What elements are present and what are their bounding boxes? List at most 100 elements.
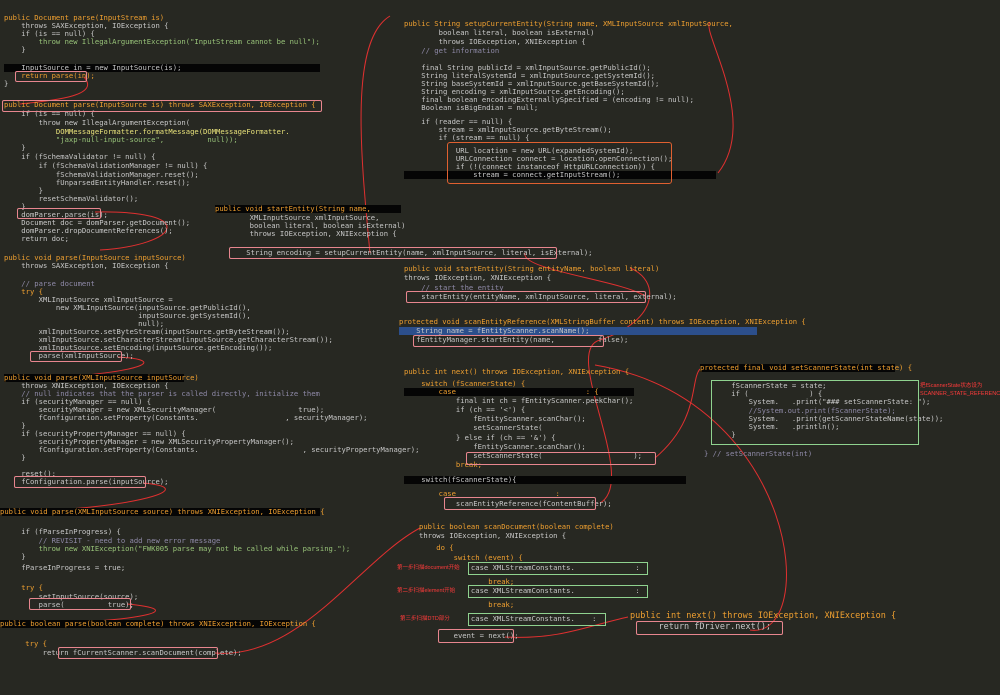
code-line: xmlInputSource.setCharacterStream(inputS… [4, 335, 333, 344]
code-line: return parse(in); [4, 71, 95, 80]
code-line: try { [4, 583, 43, 592]
code-line: fEntityManager.startEntity(name, false); [399, 335, 629, 344]
arrow-p14-to-p11 [594, 364, 787, 631]
code-panel-parse-inputstream: public Document parse(InputStream is) th… [0, 13, 330, 88]
code-line: case XMLStreamConstants. : [419, 614, 597, 623]
code-panel-next-scanner: public int next() throws IOException, XN… [400, 367, 700, 508]
code-line: final String publicId = xmlInputSource.g… [404, 63, 651, 72]
code-line: XMLInputSource xmlInputSource = [4, 295, 173, 304]
code-line: if (securityPropertyManager == null) { [4, 429, 186, 438]
code-line: throws SAXException, IOException { [4, 21, 169, 30]
code-line: Boolean isBigEndian = null; [404, 103, 539, 112]
code-line: securityPropertyManager = new XMLSecurit… [4, 437, 294, 446]
code-line: public boolean scanDocument(boolean comp… [419, 522, 614, 531]
highlight-domparser-parse [17, 208, 101, 219]
code-line: throws XNIException, IOException { [4, 381, 169, 390]
code-panel-saxparser-parse: public void parse(InputSource inputSourc… [0, 253, 333, 366]
code-line: throws SAXException, IOException { [4, 261, 169, 270]
code-line: break; [419, 577, 515, 586]
code-line: public boolean parse(boolean complete) t… [0, 619, 316, 629]
highlight-parse-true [29, 598, 131, 610]
code-line: public void startEntity(String entityNam… [404, 264, 660, 273]
code-line: parse( true); [4, 600, 134, 609]
code-line: case : [404, 489, 560, 498]
code-panel-parse-inputsource: public Document parse(InputSource is) th… [0, 100, 320, 246]
code-line: fEntityScanner.scanChar(); [404, 414, 586, 423]
code-line: System. .println(); [714, 422, 840, 431]
code-line: DOMMessageFormatter.formatMessage(DOMMes… [4, 127, 290, 136]
highlight-case-start-document [468, 562, 648, 575]
code-line: domParser.dropDocumentReferences(); [4, 226, 173, 235]
highlight-fdriver-next [636, 621, 783, 635]
code-line: String name = fEntityScanner.scanName(); [399, 326, 757, 336]
arrow-p2-to-p3 [94, 211, 168, 251]
code-line: throw new XNIException("FWK005 parse may… [4, 544, 351, 553]
highlight-case-start-element [468, 585, 648, 598]
code-line: protected final void setScannerState(int… [700, 363, 913, 373]
code-line: } else if (ch == '&') { [404, 433, 556, 442]
code-line: } [4, 421, 26, 430]
highlight-event-next [438, 629, 514, 643]
code-line: if (fSchemaValidationManager != null) { [4, 161, 208, 170]
code-panel-setscannerstate: protected final void setScannerState(int… [700, 363, 943, 459]
code-line: } // setScannerState(int) [704, 449, 813, 458]
code-line: inputSource.getSystemId(), [4, 311, 251, 320]
code-line: stream = xmlInputSource.getByteStream(); [404, 125, 612, 134]
code-line: final int ch = fEntityScanner.peekChar()… [404, 396, 634, 405]
code-line: //System.out.print(fScannerState); [714, 406, 896, 415]
code-line: String literalSystemId = xmlInputSource.… [404, 71, 655, 80]
code-line: fConfiguration.parse(inputSource); [4, 477, 169, 486]
code-line: if (reader == null) { [404, 117, 513, 126]
code-panel-xml11configuration-parse: public void parse(XMLInputSource source)… [0, 507, 350, 609]
code-line: securityManager = new XMLSecurityManager… [4, 405, 325, 414]
code-line: reset(); [4, 469, 56, 478]
code-line: if ( ) { [714, 389, 823, 398]
code-line: if (stream == null) { [404, 133, 530, 142]
code-line: fScannerState = state; [714, 381, 827, 390]
highlight-case-dtd [468, 613, 606, 626]
code-line: throws IOException, XNIException { [404, 37, 586, 46]
code-line: throws IOException, XNIException { [404, 273, 552, 282]
code-panel-next-driver: public int next() throws IOException, XN… [630, 612, 896, 637]
code-line: public int next() throws IOException, XN… [404, 367, 630, 376]
code-line: InputSource in = new InputSource(is); [4, 63, 320, 73]
code-line: // REVISIT - need to add new error messa… [4, 536, 221, 545]
code-line: } [4, 552, 26, 561]
highlight-startentity-call [406, 291, 646, 303]
code-line: return fCurrentScanner.scanDocument(comp… [8, 648, 242, 657]
code-line: do { [419, 543, 454, 552]
code-line: } [4, 79, 9, 88]
highlight-scandocument-call [58, 647, 218, 659]
code-line: domParser.parse(is); [4, 210, 108, 219]
arrow-p7-end [708, 21, 734, 174]
code-line: setInputSource(source); [4, 592, 139, 601]
code-line: if (is == null) { [4, 109, 95, 118]
code-line: case XMLStreamConstants. : [419, 563, 640, 572]
code-line: public Document parse(InputStream is) [4, 13, 165, 22]
arrow-p1-to-p2 [19, 76, 89, 105]
annotation-step1: 第一步扫描document开始 [397, 565, 460, 571]
code-line: // null indicates that the parser is cal… [4, 389, 320, 398]
code-line: try { [4, 287, 43, 296]
code-line: public Document parse(InputSource is) th… [4, 100, 316, 109]
code-line: } [4, 45, 26, 54]
code-line: // start the entity [404, 283, 504, 292]
code-line: URLConnection connect = location.openCon… [404, 154, 673, 163]
highlight-setscannerstate [466, 452, 656, 465]
code-panel-scanentityreference: protected void scanEntityReference(XMLSt… [395, 317, 806, 348]
code-line: throw new IllegalArgumentException("Inpu… [4, 37, 320, 46]
code-line: boolean literal, boolean isExternal) [215, 221, 406, 230]
code-line: public void startEntity(String name, [215, 204, 401, 214]
code-line: stream = connect.getInputStream(); [404, 170, 716, 180]
highlight-fconfiguration-parse [14, 476, 146, 488]
code-line: throws IOException, XNIException { [215, 229, 397, 238]
code-line: String baseSystemId = xmlInputSource.get… [404, 79, 660, 88]
code-panel-parse-xmlinputsource: public void parse(XMLInputSource inputSo… [0, 373, 419, 489]
code-panel-startentity-xmlinputsource: public void startEntity(String name, XML… [215, 204, 593, 260]
arrow-p11-to-p12 [654, 368, 701, 459]
annotation-step2: 第二步扫描element开始 [397, 588, 456, 594]
code-line: fEntityScanner.scanChar(); [404, 442, 586, 451]
code-line: Document doc = domParser.getDocument(); [4, 218, 191, 227]
annotation-step3: 第三步扫描DTD部分 [400, 616, 450, 622]
code-line: return doc; [4, 234, 69, 243]
